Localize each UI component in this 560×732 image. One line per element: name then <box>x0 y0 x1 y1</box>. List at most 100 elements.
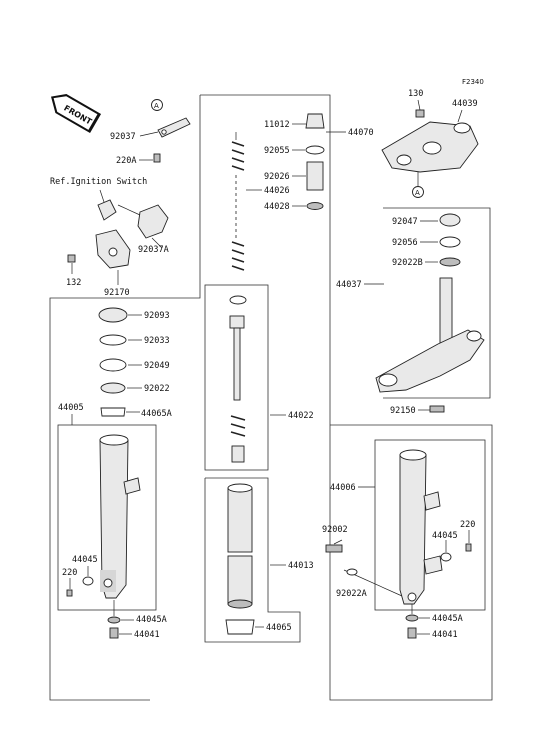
washer-44045A-left-shape <box>107 616 121 624</box>
frame-damper-rod <box>204 284 269 471</box>
label-44045-left: 44045 <box>72 555 98 565</box>
right-tube-caliper-mount <box>423 555 443 575</box>
label-92093: 92093 <box>144 311 170 321</box>
ref-a-top-text: A <box>154 102 159 110</box>
ignition-switch-bracket <box>97 199 117 221</box>
seal-92047-shape <box>439 213 461 227</box>
ignition-bracket-group: A 92037 220A Ref.Ignition Switch 92037A … <box>50 99 191 298</box>
lead-44039 <box>457 109 463 123</box>
right-outer-tube-shape <box>399 454 427 605</box>
fork-spring-group: 44026 11012 44070 92055 92026 44028 <box>231 113 374 271</box>
lead-92002 <box>333 539 343 545</box>
label-92055: 92055 <box>264 146 290 156</box>
cap-11012-shape <box>305 113 325 129</box>
label-44039: 44039 <box>452 99 478 109</box>
ref-ignition-note: Ref.Ignition Switch <box>50 177 147 187</box>
label-44028: 44028 <box>264 202 290 212</box>
bolt-44041-left-shape <box>109 627 119 639</box>
washer-44045-left-shape <box>82 576 94 586</box>
label-44041-right: 44041 <box>432 630 458 640</box>
label-44065A: 44065A <box>141 409 172 419</box>
ref-marker-a-top <box>151 99 163 111</box>
cap-92093-shape <box>98 307 128 323</box>
left-tube-top <box>99 434 129 446</box>
left-axle-hole <box>103 578 113 588</box>
washer-44045A-right-shape <box>405 614 419 622</box>
label-220A: 220A <box>116 156 136 166</box>
label-44013: 44013 <box>288 561 314 571</box>
lead-92037 <box>139 131 159 137</box>
oring-92055-shape <box>305 145 325 155</box>
screw-220-left-shape <box>66 589 73 597</box>
left-outer-tube-group: 44045 220 44045A 44041 <box>62 434 167 640</box>
left-seals-group: 92093 92033 92049 92022 44065A 44005 <box>58 307 172 425</box>
spacer-92026-shape <box>306 161 324 191</box>
stem-boss-left <box>378 373 398 387</box>
bracket-boss-left <box>396 154 412 166</box>
label-44045A-left: 44045A <box>136 615 167 625</box>
label-44005: 44005 <box>58 403 84 413</box>
frame-inner-tube <box>204 477 301 643</box>
label-92022A: 92022A <box>336 589 367 599</box>
damper-spring <box>230 415 246 437</box>
label-44006: 44006 <box>330 483 356 493</box>
label-44041-left: 44041 <box>134 630 160 640</box>
frame-left-outer <box>49 95 201 701</box>
label-220-left: 220 <box>62 568 77 578</box>
label-44045A-right: 44045A <box>432 614 463 624</box>
stem-shaft-shape <box>439 277 453 349</box>
bolt-92150-shape <box>429 405 445 413</box>
label-44026: 44026 <box>264 186 290 196</box>
bracket-boss-right <box>453 122 471 134</box>
label-132: 132 <box>66 278 81 288</box>
label-92047: 92047 <box>392 217 418 227</box>
frame-right-tube <box>374 439 486 611</box>
inner-tube-group: 44013 44065 <box>225 483 314 635</box>
bracket-center-hole <box>422 141 442 155</box>
label-92033: 92033 <box>144 336 170 346</box>
steering-stem-group: 92047 92056 92022B 44037 92150 <box>336 213 485 416</box>
bolt-44041-right-shape <box>407 627 417 639</box>
frame-center-right <box>200 94 493 701</box>
clamp-92037A-shape <box>137 204 169 239</box>
label-130: 130 <box>408 89 423 99</box>
label-92170: 92170 <box>104 288 130 298</box>
connector-line-1 <box>117 204 141 216</box>
screw-220-right-shape <box>465 543 472 552</box>
bracket-hole <box>161 129 167 135</box>
inner-tube-bottom <box>227 599 253 609</box>
washer-44028-shape <box>306 202 324 210</box>
label-44037: 44037 <box>336 280 362 290</box>
spring-coils-bottom <box>231 241 245 271</box>
right-tube-lug <box>423 491 441 511</box>
holder-hole <box>108 247 118 257</box>
damper-base <box>231 445 245 463</box>
bolt-130-head <box>415 109 425 118</box>
spring-coils-top <box>231 141 245 171</box>
front-arrow-inner <box>53 96 98 130</box>
label-44022: 44022 <box>288 411 314 421</box>
bushing-44065A-shape <box>100 407 126 417</box>
ring-92033-shape <box>99 334 127 346</box>
race-92022B-shape <box>439 257 461 267</box>
label-11012: 11012 <box>264 120 290 130</box>
label-92056: 92056 <box>392 238 418 248</box>
damper-top-ring <box>229 295 247 305</box>
lead-92037A <box>151 237 163 249</box>
label-92037A: 92037A <box>138 245 169 255</box>
ref-marker-a-bottom <box>412 186 424 198</box>
bearing-92056-shape <box>439 236 461 248</box>
front-direction-tag: FRONT <box>51 94 102 134</box>
seal-92049-shape <box>99 358 127 372</box>
washer-44045-right-shape <box>440 552 452 562</box>
label-44065: 44065 <box>266 623 292 633</box>
damper-rod-shape <box>233 327 241 401</box>
label-92002: 92002 <box>322 525 348 535</box>
bushing-44065-shape <box>225 619 255 635</box>
inner-tube-lower <box>227 555 253 605</box>
screw-220A-shape <box>153 153 161 163</box>
label-44045-right: 44045 <box>432 531 458 541</box>
damper-head <box>229 315 245 329</box>
